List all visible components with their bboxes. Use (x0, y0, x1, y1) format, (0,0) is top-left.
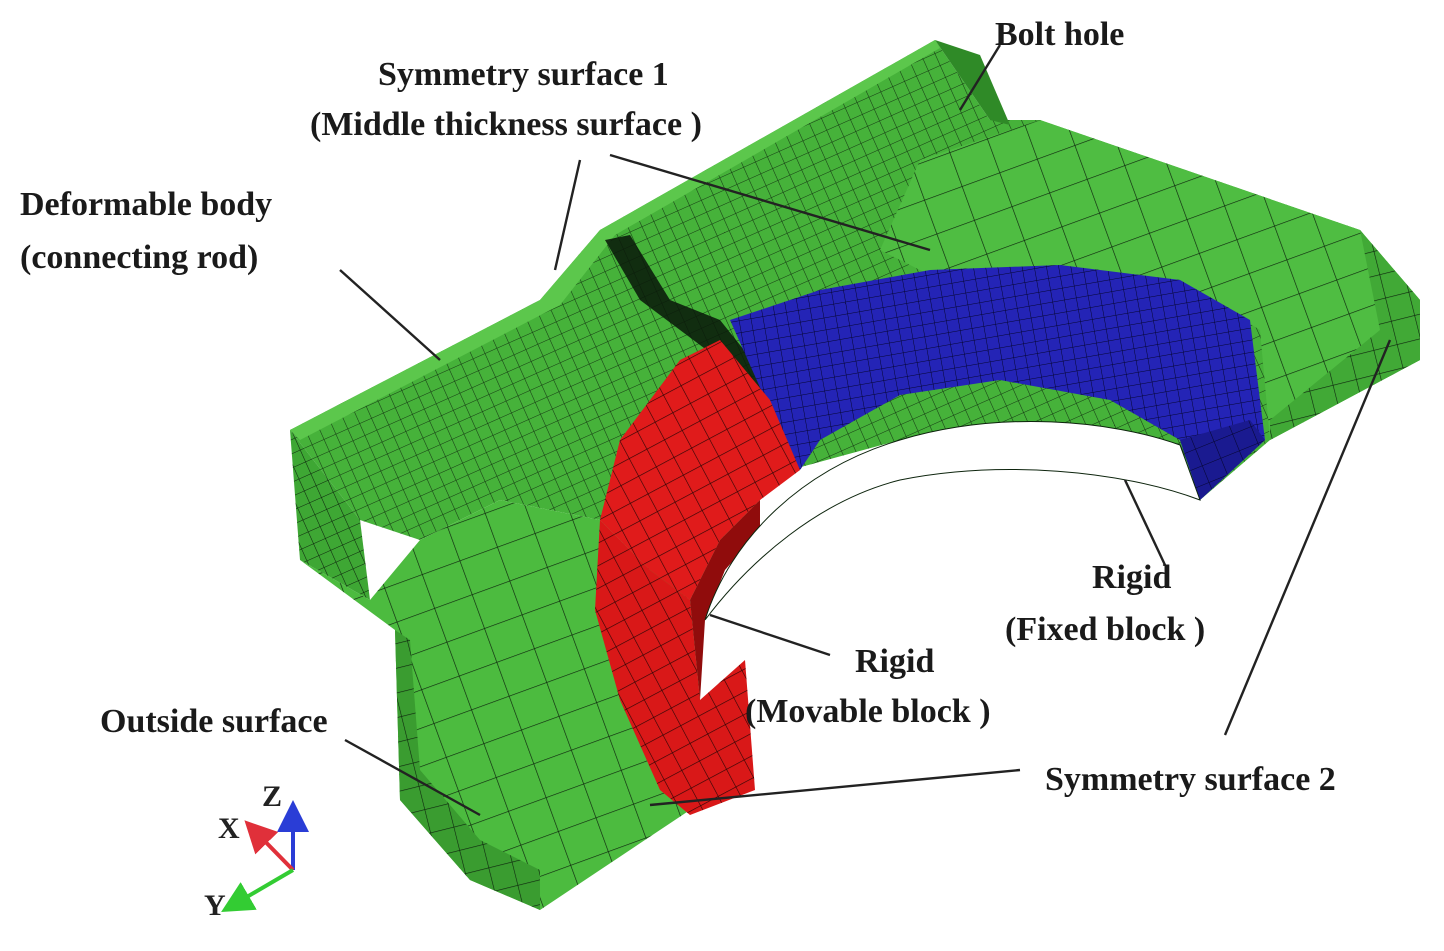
leader-outside (344, 738, 481, 817)
label-rigid-movable-line2: (Movable block ) (745, 693, 991, 730)
y-axis-label: Y (204, 889, 226, 922)
label-sym1-line1: Symmetry surface 1 (378, 56, 669, 93)
label-sym1-line2: (Middle thickness surface ) (310, 106, 702, 143)
x-axis-label: X (218, 812, 240, 845)
x-axis-arrow (244, 820, 295, 872)
bolt-hole-groove (935, 40, 1010, 125)
z-axis-label: Z (262, 780, 282, 813)
label-deformable-line2: (connecting rod) (20, 239, 258, 276)
label-rigid-fixed-line1: Rigid (1092, 559, 1171, 596)
label-rigid-fixed-line2: (Fixed block ) (1005, 611, 1205, 648)
leader-sym1-a (553, 159, 582, 271)
split-gap (605, 235, 800, 480)
leader-bolt-hole (958, 44, 1002, 111)
leader-lines (339, 44, 1392, 817)
label-rigid-movable-line1: Rigid (855, 643, 934, 680)
label-outside-surface: Outside surface (100, 703, 328, 740)
axis-triad: Z X Y (204, 780, 309, 922)
leader-sym2-b (1223, 339, 1392, 736)
leader-fixed (1123, 479, 1167, 566)
label-deformable-line1: Deformable body (20, 186, 272, 223)
rod-ridge (290, 40, 940, 440)
y-axis-arrow (221, 868, 295, 913)
fixed-block (730, 265, 1265, 500)
leader-deformable (339, 269, 441, 361)
labels: Bolt hole Symmetry surface 1 (Middle thi… (20, 16, 1336, 798)
label-bolt-hole: Bolt hole (995, 16, 1124, 53)
movable-block (595, 340, 800, 815)
leader-sym2-a (649, 768, 1021, 807)
leader-sym1-b (609, 153, 931, 252)
leader-movable (709, 613, 831, 657)
label-sym2: Symmetry surface 2 (1045, 761, 1336, 798)
